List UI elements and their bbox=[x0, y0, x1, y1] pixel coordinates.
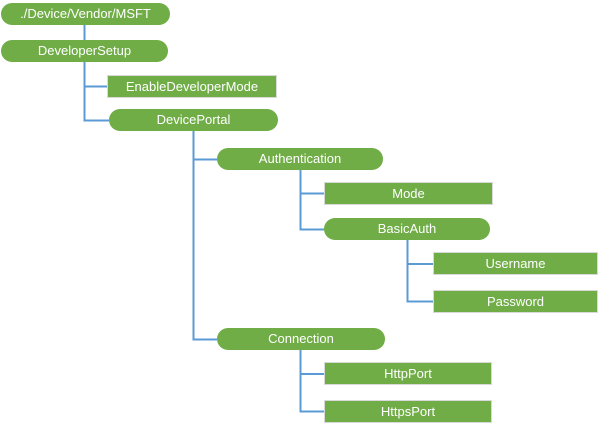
tree-node-password: Password bbox=[433, 290, 598, 313]
connector-connection-trunk bbox=[299, 350, 324, 413]
tree-node-authentication: Authentication bbox=[217, 148, 383, 170]
connector-deviceportal-trunk bbox=[192, 131, 217, 341]
tree-node-connection: Connection bbox=[217, 328, 385, 350]
connector-basicauth-trunk bbox=[406, 240, 433, 303]
tree-node-developer-setup: DeveloperSetup bbox=[1, 40, 168, 62]
tree-node-http-port: HttpPort bbox=[324, 362, 492, 385]
tree-node-https-port: HttpsPort bbox=[324, 400, 492, 423]
tree-node-mode: Mode bbox=[324, 182, 493, 205]
tree-node-username: Username bbox=[433, 252, 598, 275]
tree-node-device-portal: DevicePortal bbox=[109, 109, 278, 131]
connector-developersetup-trunk bbox=[83, 62, 109, 122]
connector-authentication-trunk bbox=[299, 170, 324, 231]
tree-node-enable-developer-mode: EnableDeveloperMode bbox=[107, 75, 277, 98]
tree-node-basic-auth: BasicAuth bbox=[324, 218, 490, 240]
tree-node-root: ./Device/Vendor/MSFT bbox=[1, 3, 170, 25]
